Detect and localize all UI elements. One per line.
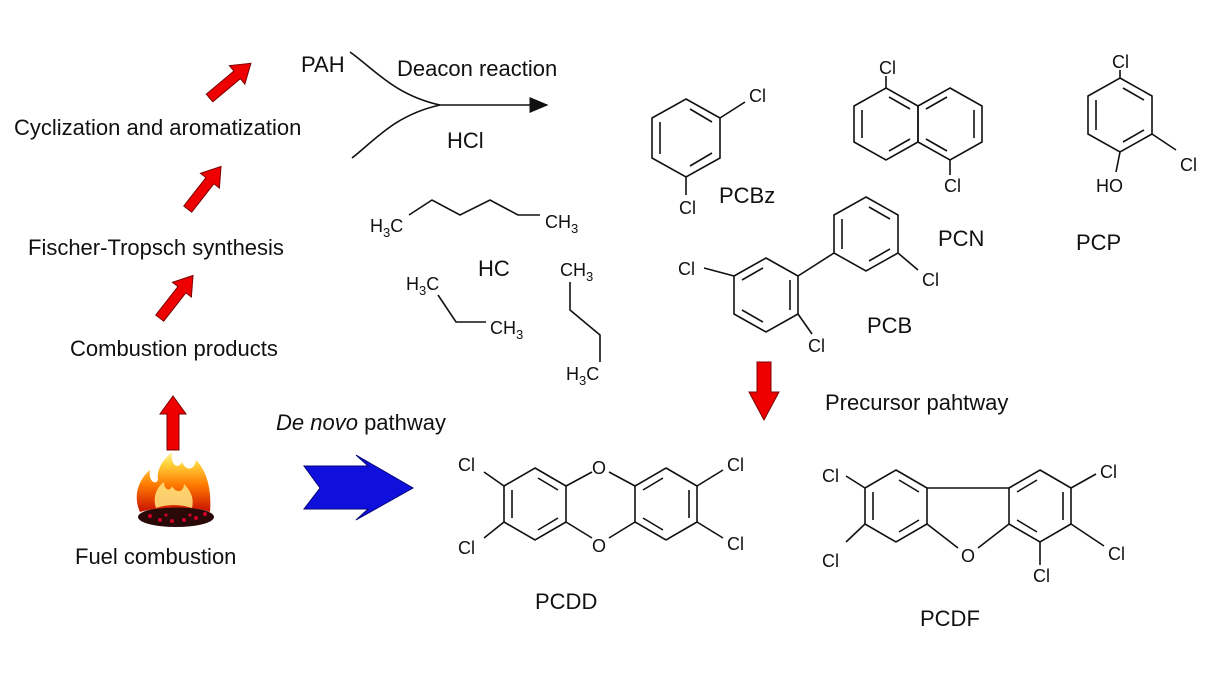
hc-chain-pentane: H3C CH3 (370, 199, 578, 240)
svg-text:CH3: CH3 (560, 260, 593, 284)
pah-label: PAH (301, 52, 345, 77)
pcn-structure: Cl Cl (853, 58, 983, 196)
pcb-label: PCB (867, 313, 912, 338)
precursor-pathway-label: Precursor pahtway (825, 390, 1008, 415)
red-arrow-2 (183, 165, 222, 213)
svg-text:Cl: Cl (727, 455, 744, 475)
svg-text:O: O (592, 536, 606, 556)
svg-text:O: O (961, 546, 975, 566)
svg-text:Cl: Cl (727, 534, 744, 554)
fuel-combustion-label: Fuel combustion (75, 544, 236, 569)
svg-text:O: O (592, 458, 606, 478)
pcdf-label: PCDF (920, 606, 980, 631)
flame-icon (136, 452, 214, 527)
svg-text:Cl: Cl (458, 538, 475, 558)
red-arrow-3 (155, 274, 194, 322)
pcb-structure: Cl Cl Cl (678, 196, 939, 356)
svg-text:Cl: Cl (1180, 155, 1197, 175)
red-arrow-1 (205, 62, 252, 103)
svg-text:H3C: H3C (406, 274, 439, 298)
svg-text:Cl: Cl (879, 58, 896, 78)
svg-text:H3C: H3C (370, 216, 403, 240)
de-novo-pathway-label: De novo pathway (276, 410, 446, 435)
svg-text:Cl: Cl (1112, 52, 1129, 72)
svg-text:Cl: Cl (922, 270, 939, 290)
deacon-reaction-label: Deacon reaction (397, 56, 557, 81)
svg-text:Cl: Cl (822, 551, 839, 571)
svg-text:HO: HO (1096, 176, 1123, 196)
red-arrow-up (159, 395, 187, 451)
pcp-label: PCP (1076, 230, 1121, 255)
pcn-label: PCN (938, 226, 984, 251)
hc-chain-butane: CH3 H3C (560, 260, 601, 388)
pcbz-structure: Cl Cl (651, 86, 766, 218)
svg-text:Cl: Cl (1100, 462, 1117, 482)
pcdf-structure: O Cl Cl Cl Cl Cl (822, 462, 1125, 586)
cyclization-label: Cyclization and aromatization (14, 115, 301, 140)
pcp-structure: Cl Cl HO (1087, 52, 1197, 196)
svg-text:Cl: Cl (749, 86, 766, 106)
hc-chain-propane: H3C CH3 (406, 274, 523, 342)
pcdd-label: PCDD (535, 589, 597, 614)
svg-text:Cl: Cl (458, 455, 475, 475)
fischer-tropsch-label: Fischer-Tropsch synthesis (28, 235, 284, 260)
svg-text:Cl: Cl (1108, 544, 1125, 564)
svg-text:Cl: Cl (678, 259, 695, 279)
svg-text:Cl: Cl (679, 198, 696, 218)
svg-text:Cl: Cl (808, 336, 825, 356)
svg-text:H3C: H3C (566, 364, 599, 388)
hc-label: HC (478, 256, 510, 281)
svg-text:Cl: Cl (1033, 566, 1050, 586)
blue-arrow (302, 454, 415, 521)
deacon-curve-top (349, 51, 441, 106)
svg-text:Cl: Cl (944, 176, 961, 196)
pcdd-structure: O O Cl Cl Cl Cl (458, 455, 744, 558)
svg-text:CH3: CH3 (545, 212, 578, 236)
red-arrow-down (748, 361, 780, 422)
pcbz-label: PCBz (719, 183, 775, 208)
deacon-curve-bottom (351, 104, 441, 159)
svg-text:Cl: Cl (822, 466, 839, 486)
svg-text:CH3: CH3 (490, 318, 523, 342)
hcl-label: HCl (447, 128, 484, 153)
combustion-products-label: Combustion products (70, 336, 278, 361)
